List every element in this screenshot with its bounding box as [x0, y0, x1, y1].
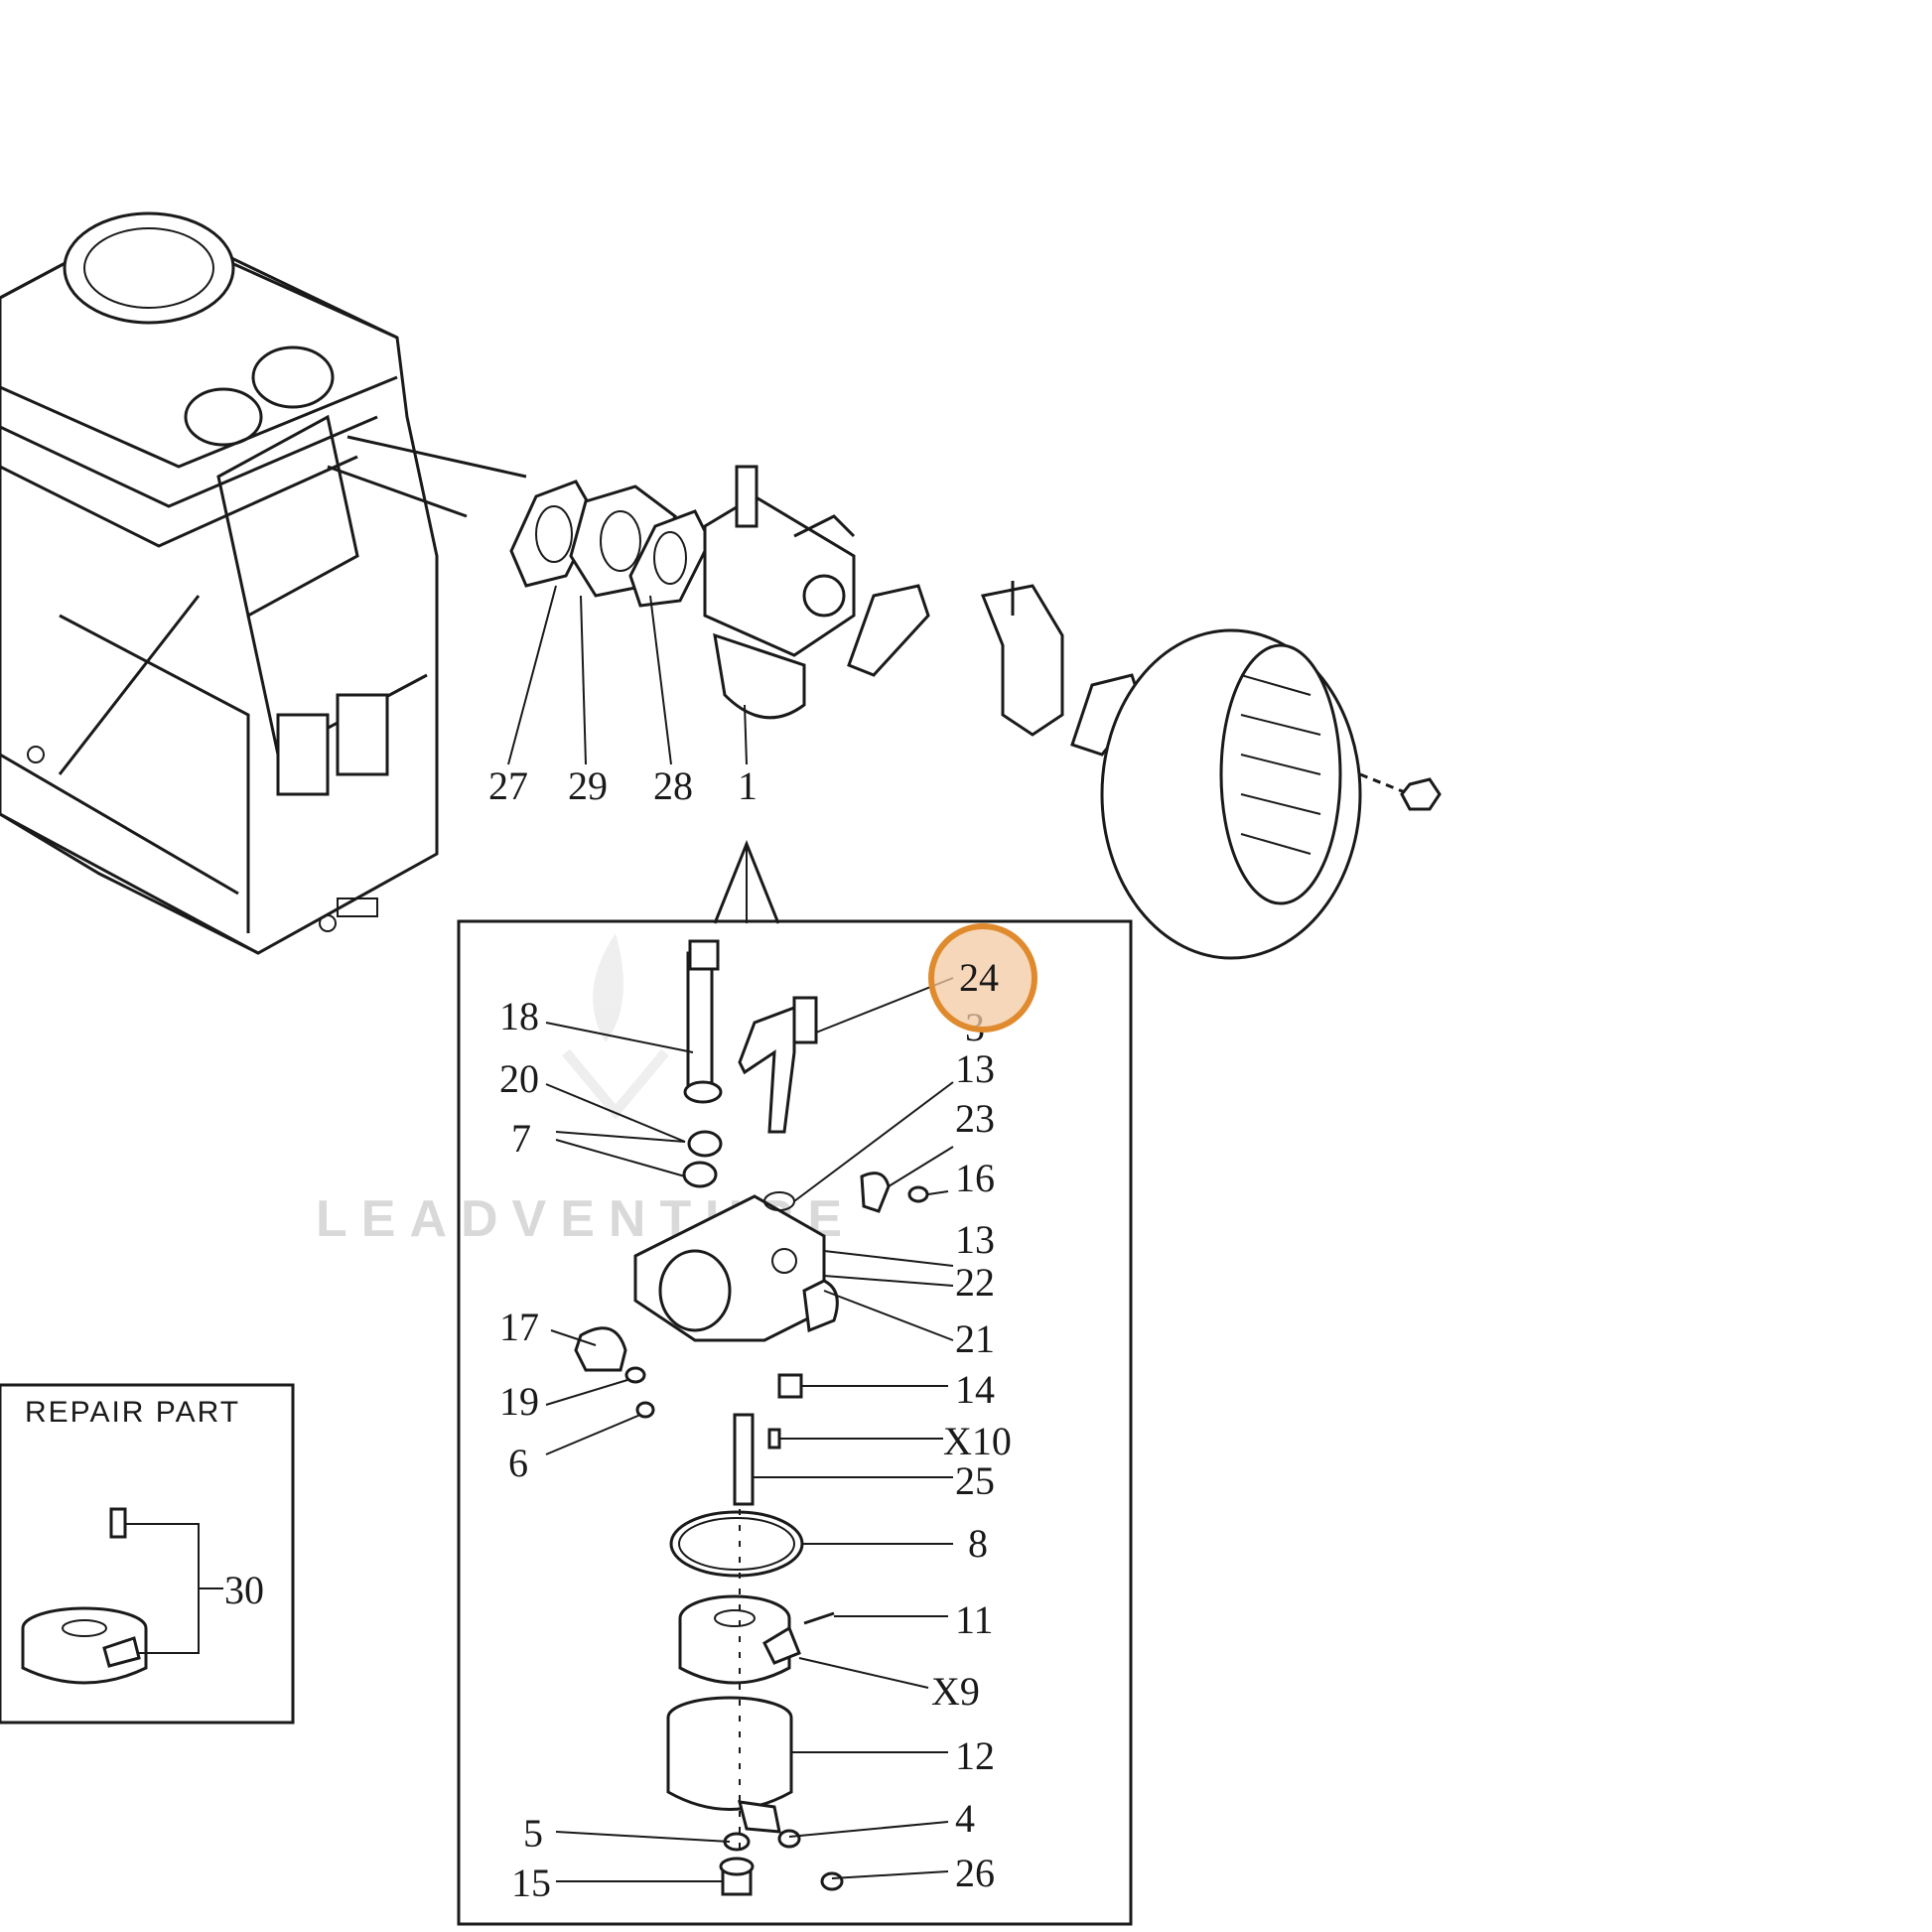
- carburetor-assembly-1: [703, 465, 856, 720]
- label-21: 21: [955, 1316, 995, 1361]
- air-cleaner: [1100, 628, 1442, 960]
- plate-23: [860, 1172, 891, 1213]
- repair-needle: [109, 1507, 127, 1539]
- label-30: 30: [224, 1568, 264, 1612]
- label-24: 24: [959, 955, 999, 1000]
- engine-block: [0, 211, 527, 955]
- bracket: [980, 581, 1064, 737]
- o-ring-8: [669, 1510, 804, 1578]
- gasket-right: [847, 584, 930, 677]
- screw-19: [624, 1366, 646, 1384]
- highlight-circle-24[interactable]: [928, 923, 1037, 1033]
- label-13a: 13: [955, 1046, 995, 1091]
- label-1: 1: [738, 763, 758, 808]
- label-11: 11: [955, 1597, 994, 1642]
- detail-box: [457, 919, 1133, 1926]
- label-26: 26: [955, 1851, 995, 1895]
- spring-7: [682, 1130, 723, 1188]
- bolt-6: [635, 1401, 655, 1419]
- label-22: 22: [955, 1260, 995, 1305]
- gasket-17: [574, 1326, 627, 1372]
- label-18: 18: [499, 994, 539, 1038]
- label-12: 12: [955, 1733, 995, 1778]
- label-6: 6: [508, 1441, 528, 1485]
- main-nozzle-25: [733, 1413, 781, 1506]
- label-16: 16: [955, 1156, 995, 1200]
- label-29: 29: [568, 763, 608, 808]
- throttle-shaft-18: [686, 939, 720, 1094]
- label-8: 8: [968, 1521, 988, 1566]
- label-28: 28: [653, 763, 693, 808]
- screw-16: [907, 1185, 929, 1203]
- label-25: 25: [955, 1458, 995, 1503]
- label-7: 7: [511, 1116, 531, 1161]
- label-x10: X10: [943, 1419, 1012, 1463]
- float-9: [678, 1594, 801, 1685]
- intake-gasket-27: [509, 480, 598, 588]
- repair-part-box: [0, 1383, 295, 1725]
- repair-part-title: REPAIR PART: [25, 1396, 240, 1429]
- screw-26: [820, 1871, 844, 1891]
- label-5: 5: [523, 1811, 543, 1856]
- label-27: 27: [488, 763, 528, 808]
- float-pin-11: [803, 1611, 835, 1625]
- bolt-14: [777, 1373, 803, 1399]
- label-20: 20: [499, 1056, 539, 1101]
- label-15: 15: [511, 1861, 551, 1905]
- label-19: 19: [499, 1379, 539, 1424]
- bolt-15: [719, 1857, 755, 1896]
- label-x9: X9: [931, 1669, 980, 1714]
- label-14: 14: [955, 1367, 995, 1412]
- float-bowl-12: [666, 1696, 793, 1834]
- label-13b: 13: [955, 1217, 995, 1262]
- label-23: 23: [955, 1096, 995, 1141]
- label-17: 17: [499, 1305, 539, 1349]
- watermark-logo: [562, 933, 669, 1120]
- spring-4: [777, 1829, 801, 1849]
- gasket-28: [628, 509, 712, 608]
- repair-float: [21, 1606, 148, 1685]
- label-4: 4: [955, 1796, 975, 1841]
- carburetor-body: [633, 1191, 839, 1342]
- washer-20: [683, 1080, 723, 1104]
- choke-shaft-3: [738, 996, 818, 1134]
